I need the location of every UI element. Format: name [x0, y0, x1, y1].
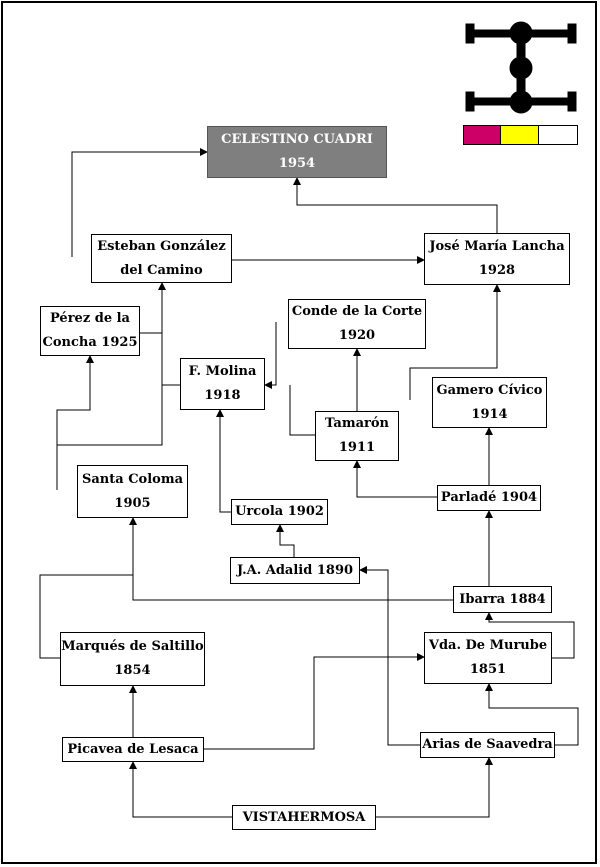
node-parlade: Parladé 1904 — [437, 485, 541, 511]
node-urcola: Urcola 1902 — [231, 499, 328, 525]
node-f-molina: F. Molina 1918 — [180, 358, 265, 410]
edge-parlade-to-tamaron — [353, 460, 437, 498]
cattle-brand-iron-icon — [465, 21, 577, 114]
edge-saltillo-to-santa-coloma — [39, 574, 133, 659]
legend-swatch-magenta — [463, 125, 501, 145]
edge-vistahermosa-to-picavea — [129, 761, 232, 818]
edge-perez-to-esteban — [140, 282, 166, 334]
edge-arias-to-murube — [485, 683, 579, 746]
edge-conde-to-molina — [264, 322, 277, 389]
node-vistahermosa: VISTAHERMOSA — [232, 805, 376, 830]
edge-esteban-to-celestino — [71, 148, 208, 257]
node-picavea-de-lesaca: Picavea de Lesaca — [62, 737, 204, 762]
edge-vistahermosa-to-arias — [376, 757, 493, 818]
node-marques-de-saltillo: Marqués de Saltillo 1854 — [60, 632, 205, 686]
edge-murube-to-ibarra — [485, 612, 575, 659]
node-gamero-civico: Gamero Cívico 1914 — [432, 377, 547, 428]
edge-picavea-to-murube — [204, 653, 425, 750]
legend-swatch-yellow — [500, 125, 539, 145]
legend-swatch-white — [538, 125, 578, 145]
edge-urcola-to-molina — [216, 409, 231, 513]
node-conde-de-la-corte: Conde de la Corte 1920 — [288, 299, 426, 349]
edge-adalid-to-urcola — [276, 524, 295, 557]
node-esteban-gonzalez: Esteban González del Camino — [91, 234, 232, 283]
edge-santa-coloma-to-esteban — [56, 283, 163, 490]
edge-ibarra-to-santa-coloma — [129, 517, 453, 601]
node-ja-adalid: J.A. Adalid 1890 — [230, 557, 360, 584]
node-jose-maria-lancha: José María Lancha 1928 — [424, 233, 570, 285]
edge-jose-maria-to-celestino — [293, 177, 498, 233]
node-perez-de-la-concha: Pérez de la Concha 1925 — [40, 306, 140, 356]
edge-tamaron-to-molina — [289, 385, 315, 436]
node-vda-de-murube: Vda. De Murube 1851 — [424, 632, 552, 684]
edge-santa-coloma-to-perez — [56, 355, 94, 445]
node-tamaron: Tamarón 1911 — [315, 411, 399, 461]
node-celestino-cuadri: CELESTINO CUADRI 1954 — [207, 126, 387, 178]
node-santa-coloma: Santa Coloma 1905 — [77, 465, 188, 518]
edge-gamero-to-jose-maria — [409, 284, 501, 400]
node-arias-de-saavedra: Arias de Saavedra — [420, 732, 555, 758]
node-ibarra: Ibarra 1884 — [453, 586, 552, 613]
